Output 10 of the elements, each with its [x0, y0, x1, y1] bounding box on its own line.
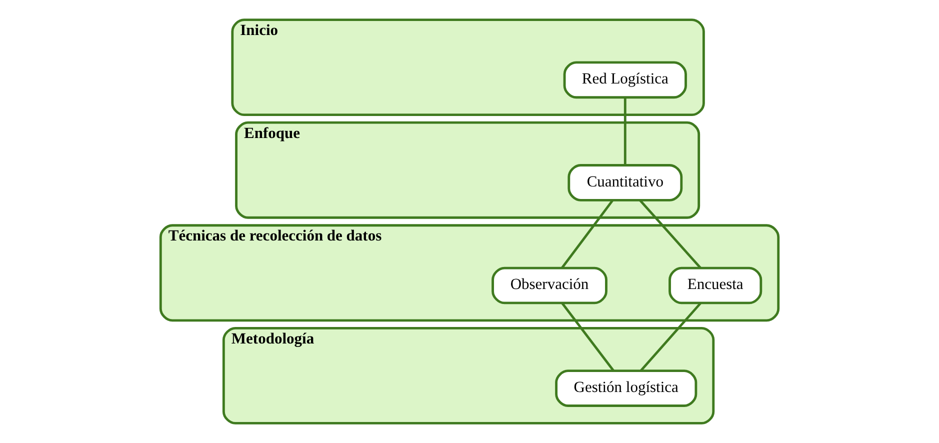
node-box: Gestión logística: [555, 370, 698, 407]
connector: [561, 302, 614, 372]
node-box: Cuantitativo: [568, 164, 683, 202]
connector: [561, 200, 614, 269]
node-box: Encuesta: [668, 266, 762, 304]
connector: [624, 98, 626, 166]
node-box: Observación: [492, 266, 608, 304]
connector: [640, 302, 702, 372]
connector: [639, 200, 702, 269]
node-box: Red Logística: [563, 61, 687, 99]
